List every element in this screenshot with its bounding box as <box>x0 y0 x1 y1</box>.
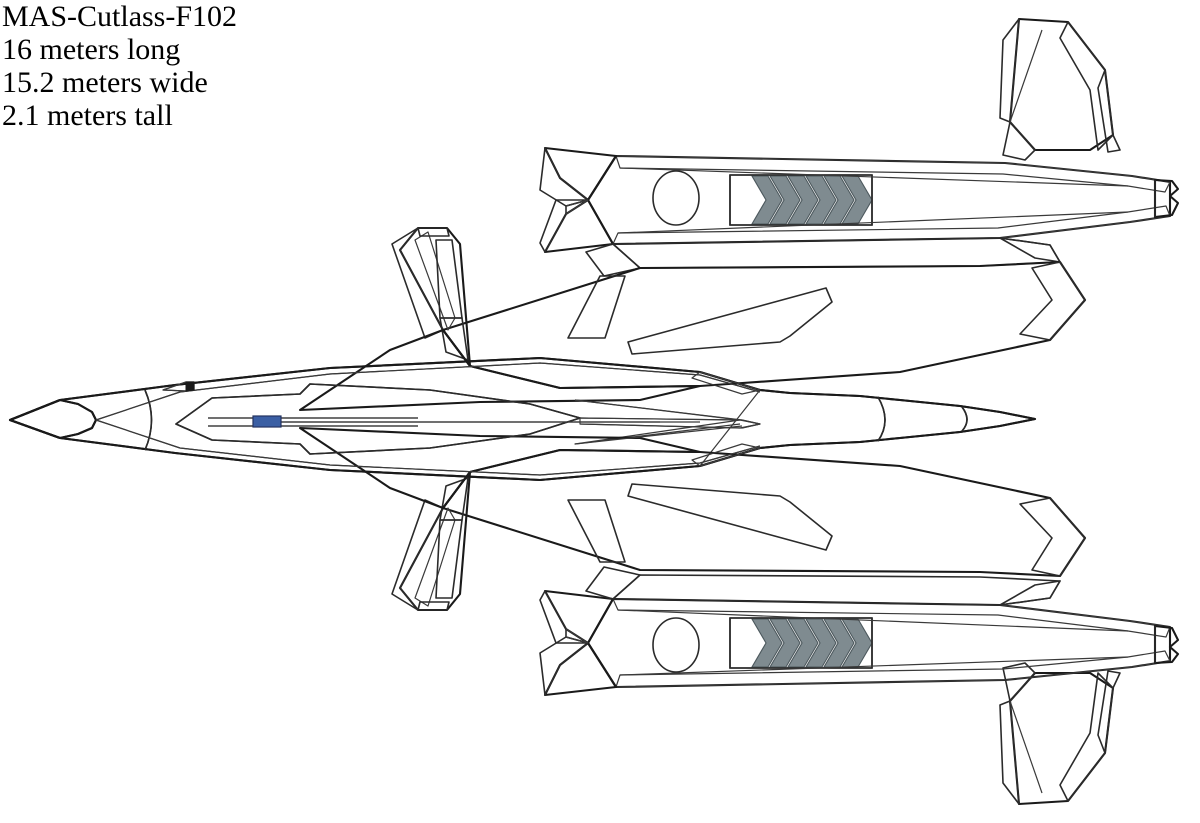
nacelle-lower-chine-top-under <box>539 590 589 644</box>
lower-wing-platform-body <box>441 448 1087 578</box>
tailfin-upper-panel-line <box>1009 29 1043 123</box>
upper-exhaust-nozzle <box>1153 178 1180 219</box>
nacelle-lower-pylon-shadow-aft <box>999 580 1061 606</box>
upper-engine-nacelle-assembly <box>539 17 1180 277</box>
upper-oval-sensor-port <box>652 170 700 226</box>
nacelle-upper-pylon-shadow-aft <box>999 237 1061 263</box>
lower-louvered-heat-vent <box>729 617 873 669</box>
wingfin-upper-tip-cap <box>417 227 450 237</box>
nacelle-lower-chine-bottom-under <box>539 636 589 696</box>
spine-vee-cap <box>741 419 761 429</box>
wingfin-upper-blue-panel-a <box>435 239 463 319</box>
wingfin-lower-blue-panel-b <box>439 477 469 521</box>
nacelle-lower-chine-crease <box>565 628 589 644</box>
nacelle-lower-chine-bottom <box>543 641 618 697</box>
tailfin-lower-panel-line <box>1009 700 1043 794</box>
lower-platform-aft-shadow <box>1019 497 1086 577</box>
nacelle-upper-bottom-facet <box>612 205 1171 245</box>
cockpit-canopy-top <box>175 383 581 455</box>
specification-text-block: MAS-Cutlass-F102 16 meters long 15.2 met… <box>2 2 237 134</box>
upper-vertical-stabilizer <box>999 17 1121 161</box>
wingfin-lower-leading-shadow <box>391 499 444 611</box>
upper-wing-platform <box>298 226 1087 412</box>
vent-lower-slat-2 <box>769 618 801 668</box>
boom-seam-fwd-top <box>877 396 886 442</box>
blue-antenna-strip-top <box>252 415 282 428</box>
nacelle-upper-chine-bottom <box>543 198 615 254</box>
nacelle-upper-chine-top-under <box>539 147 589 207</box>
vent-upper-slat-3 <box>787 175 819 225</box>
nacelle-upper-pylon-shelf <box>612 237 1061 269</box>
upper-lerx-shadow <box>298 328 702 412</box>
tailfin-upper-root-shadow <box>1002 121 1036 161</box>
craft-length: 16 meters long <box>2 33 181 66</box>
fuselage-root-shadow-lower <box>691 443 761 467</box>
fuselage-foreground-overlay <box>8 356 1037 482</box>
lower-oval-sensor-port <box>652 617 700 673</box>
nacelle-upper-chine-crease <box>565 199 589 215</box>
upper-louvered-heat-vent <box>729 174 873 226</box>
tailfin-upper-main <box>1008 17 1115 152</box>
pitot-probe-tip-top <box>185 381 195 392</box>
upper-weapons-bay-hatch <box>627 287 833 355</box>
vent-upper-slat-1 <box>751 175 783 225</box>
upper-intake-strake <box>567 275 626 339</box>
fuselage-root-shadow-upper <box>691 371 761 395</box>
fuselage-body <box>8 356 1037 482</box>
cockpit-canopy <box>175 383 581 455</box>
nose-section-seam-top <box>144 389 153 451</box>
nacelle-upper-line-top <box>619 167 1129 187</box>
tailfin-lower-leading-shadow <box>999 700 1020 805</box>
nacelle-lower-line-bottom <box>619 656 1129 676</box>
nacelle-lower-line-top <box>617 609 1129 632</box>
craft-width: 15.2 meters wide <box>2 66 208 99</box>
nacelle-upper-chine-bottom-under <box>539 199 589 253</box>
tailfin-upper-leading-shadow <box>999 18 1020 123</box>
craft-title: MAS-Cutlass-F102 <box>2 0 238 33</box>
tailfin-lower-trailing-panel <box>1097 670 1121 754</box>
lower-weapons-bay-hatch <box>627 483 833 551</box>
nacelle-lower-bottom-facet <box>615 650 1171 688</box>
nacelle-lower-pylon-shadow <box>585 566 641 600</box>
wingfin-lower-tip-cap <box>417 601 450 611</box>
lower-wing-platform <box>298 426 1087 612</box>
nose-radome-tip-top <box>8 398 98 440</box>
boom-seam-aft-top <box>961 406 968 432</box>
wingfin-upper-blue-panel-b <box>439 317 469 361</box>
nacelle-upper-chine-top <box>543 146 618 202</box>
lower-lerx-shadow <box>298 426 702 510</box>
upper-wing-platform-body <box>441 260 1087 390</box>
vent-upper-slat-2 <box>769 175 801 225</box>
lower-engine-nacelle-assembly <box>539 566 1180 806</box>
nacelle-upper-line-bottom <box>617 211 1129 234</box>
vent-lower-slat-3 <box>787 618 819 668</box>
wingfin-upper-leading-shadow <box>391 227 444 339</box>
fuselage-lower-chine-top <box>95 419 761 476</box>
vent-lower-slat-1 <box>751 618 783 668</box>
tailfin-upper-trailing-panel <box>1097 69 1121 153</box>
nacelle-lower-top-facet <box>612 598 1171 638</box>
nacelle-upper-top-facet <box>615 155 1171 193</box>
wingfin-lower-panel <box>414 507 456 607</box>
lower-intake-strake <box>567 499 626 563</box>
fuselage-spine-vee-top <box>574 399 743 445</box>
nacelle-lower-pylon-shelf <box>612 574 1061 606</box>
lower-exhaust-nozzle <box>1153 624 1180 665</box>
tailfin-lower-main <box>1008 671 1115 806</box>
craft-height: 2.1 meters tall <box>2 99 173 132</box>
wingfin-lower-blue-panel-a <box>435 519 463 599</box>
central-fuselage <box>8 356 1037 482</box>
fuselage-body-top <box>8 356 1037 482</box>
wingfin-upper-panel <box>414 231 456 331</box>
fuselage-upper-chine-top <box>95 362 761 421</box>
upper-platform-aft-shadow <box>1019 261 1086 341</box>
lower-vertical-stabilizer <box>999 662 1121 806</box>
nacelle-lower-chine-top <box>543 589 615 645</box>
